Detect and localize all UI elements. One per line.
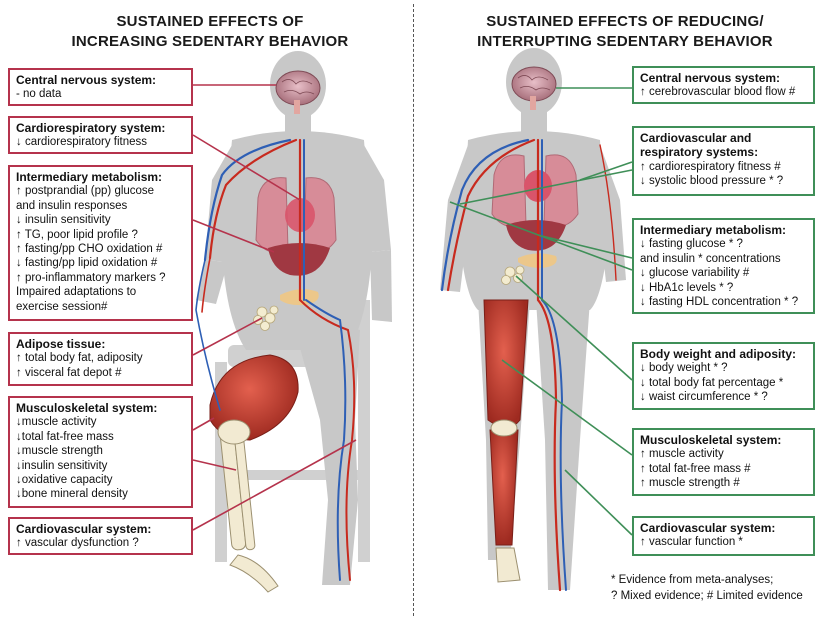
left-box-cardiovascular-system: Cardiovascular system: ↑ vascular dysfun… (8, 517, 193, 555)
box-line: ↑ vascular function * (640, 536, 743, 549)
box-line: ↓ HbA1c levels * ? (640, 281, 734, 294)
box-line: and insulin * concentrations (640, 252, 781, 265)
box-line: ↑ cardiorespiratory fitness # (640, 160, 781, 173)
box-line: ↓ glucose variability # (640, 267, 750, 280)
footnote-line-1: * Evidence from meta-analyses; (611, 574, 774, 586)
box-line: ↓ systolic blood pressure * ? (640, 175, 784, 188)
left-box-musculoskeletal-system: Musculoskeletal system: ↓muscle activity… (8, 396, 193, 508)
right-heading-line-2: INTERRUPTING SEDENTARY BEHAVIOR (477, 33, 773, 50)
center-divider (413, 4, 414, 616)
left-leg-bones (217, 419, 279, 593)
box-title: Musculoskeletal system: (640, 433, 782, 447)
right-box-cardiovascular-respiratory: Cardiovascular and respiratory systems: … (632, 126, 815, 196)
box-title: Cardiovascular system: (16, 522, 152, 536)
right-heading: SUSTAINED EFFECTS OF REDUCING/ INTERRUPT… (426, 12, 824, 52)
box-line: ↓muscle activity (16, 416, 97, 429)
right-box-intermediary-metabolism: Intermediary metabolism: ↓ fasting gluco… (632, 218, 815, 314)
box-line: ↑ vascular dysfunction ? (16, 537, 139, 550)
left-vessels (195, 138, 356, 581)
box-line: ↑ TG, poor lipid profile ? (16, 228, 138, 241)
box-line: ↑ pro-inflammatory markers ? (16, 271, 166, 284)
right-silhouette (440, 48, 626, 590)
box-title: Cardiorespiratory system: (16, 121, 166, 135)
box-title: Body weight and adiposity: (640, 347, 797, 361)
box-line: ↓ waist circumference * ? (640, 391, 768, 404)
left-brain (275, 70, 321, 106)
box-title: Intermediary metabolism: (640, 223, 787, 237)
left-box-adipose-tissue: Adipose tissue: ↑ total body fat, adipos… (8, 332, 193, 386)
left-connectors (192, 84, 357, 531)
box-line: Impaired adaptations to (16, 286, 137, 299)
box-line: ↑ fasting/pp CHO oxidation # (16, 243, 163, 256)
box-title: Musculoskeletal system: (16, 401, 158, 415)
right-connectors (449, 87, 633, 536)
left-box-cardiorespiratory-system: Cardiorespiratory system: ↓ cardiorespir… (8, 116, 193, 154)
box-title: Central nervous system: (16, 73, 157, 87)
box-line: ↓total fat-free mass (16, 430, 114, 443)
right-heading-line-1: SUSTAINED EFFECTS OF REDUCING/ (486, 13, 764, 30)
left-fat-cells (253, 305, 279, 331)
box-line: ↓ fasting/pp lipid oxidation # (16, 257, 158, 270)
right-box-cardiovascular-system: Cardiovascular system: ↑ vascular functi… (632, 516, 815, 556)
box-line: ↓muscle strength (16, 445, 103, 458)
box-line: ↓ fasting glucose * ? (640, 238, 743, 251)
right-box-musculoskeletal-system: Musculoskeletal system: ↑ muscle activit… (632, 428, 815, 496)
left-heading-line-1: SUSTAINED EFFECTS OF (116, 13, 304, 30)
right-box-central-nervous-system: Central nervous system: ↑ cerebrovascula… (632, 66, 815, 104)
footnote-line-2: ? Mixed evidence; # Limited evidence (611, 590, 803, 602)
right-box-body-weight-adiposity: Body weight and adiposity: ↓ body weight… (632, 342, 815, 410)
box-line: ↓ total body fat percentage * (640, 376, 784, 389)
box-line: and insulin responses (16, 199, 128, 212)
left-figure (195, 51, 392, 593)
box-line: ↑ muscle activity (640, 448, 724, 461)
box-line: ↑ total body fat, adiposity (16, 352, 143, 365)
left-heading: SUSTAINED EFFECTS OF INCREASING SEDENTAR… (20, 12, 400, 52)
box-line: exercise session# (16, 300, 108, 313)
box-title: Intermediary metabolism: (16, 170, 163, 184)
right-figure (440, 48, 626, 592)
box-line: ↑ visceral fat depot # (16, 366, 122, 379)
box-line: ↓bone mineral density (16, 488, 128, 501)
box-line: - no data (16, 88, 62, 101)
box-line: ↑ cerebrovascular blood flow # (640, 86, 796, 99)
box-title-continued: respiratory systems: (640, 145, 759, 160)
box-line: ↓ fasting HDL concentration * ? (640, 296, 799, 309)
box-line: ↓oxidative capacity (16, 474, 113, 487)
right-foot-bones (495, 547, 521, 583)
box-line: ↑ postprandial (pp) glucose (16, 185, 155, 198)
box-title: Adipose tissue: (16, 337, 106, 351)
box-line: ↓ insulin sensitivity (16, 214, 111, 227)
left-box-intermediary-metabolism: Intermediary metabolism: ↑ postprandial … (8, 165, 193, 321)
box-line: ↑ muscle strength # (640, 477, 740, 490)
box-title: Central nervous system: (640, 71, 781, 85)
left-box-central-nervous-system: Central nervous system: - no data (8, 68, 193, 106)
box-title: Cardiovascular and (640, 131, 752, 145)
evidence-footnote: * Evidence from meta-analyses; ? Mixed e… (611, 572, 803, 604)
right-brain (511, 66, 557, 102)
box-line: ↓ cardiorespiratory fitness (16, 136, 148, 149)
box-line: ↓insulin sensitivity (16, 459, 108, 472)
box-line: ↓ body weight * ? (640, 362, 728, 375)
box-line: ↑ total fat-free mass # (640, 462, 751, 475)
left-heading-line-2: INCREASING SEDENTARY BEHAVIOR (71, 33, 349, 50)
box-title: Cardiovascular system: (640, 521, 776, 535)
